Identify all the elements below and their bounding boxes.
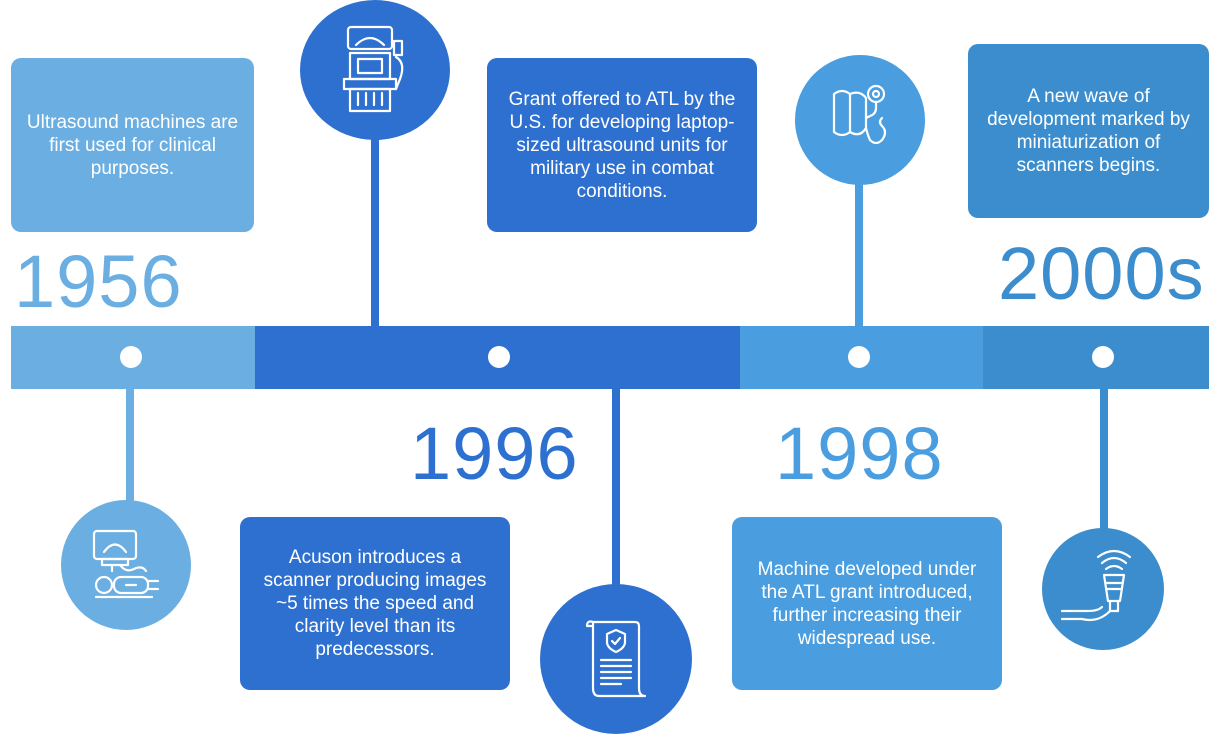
event-box-1998: Machine developed under the ATL grant in… (732, 517, 1002, 690)
stem-1998 (855, 180, 863, 326)
event-box-2000s: A new wave of development marked by mini… (968, 44, 1209, 218)
event-box-grant: Grant offered to ATL by the U.S. for dev… (487, 58, 757, 232)
year-label-1956: 1956 (14, 240, 183, 323)
icon-circle-1956 (61, 500, 191, 630)
event-box-1996: Acuson introduces a scanner producing im… (240, 517, 510, 690)
certificate-scroll-icon (585, 620, 647, 698)
year-label-1998: 1998 (775, 412, 944, 495)
icon-circle-certificate (540, 584, 692, 734)
year-label-2000s: 2000s (998, 232, 1205, 315)
timeline-dot-1996 (488, 346, 510, 368)
stem-2000s (1100, 389, 1108, 539)
stem-1956 (126, 389, 134, 539)
ultrasound-patient-icon (92, 529, 160, 599)
stem-cart (371, 130, 379, 326)
event-text-1998: Machine developed under the ATL grant in… (757, 558, 977, 649)
event-text-grant: Grant offered to ATL by the U.S. for dev… (508, 88, 736, 202)
event-text-1956: Ultrasound machines are first used for c… (26, 111, 239, 179)
event-box-1956: Ultrasound machines are first used for c… (11, 58, 254, 232)
timeline-dot-2000s (1092, 346, 1114, 368)
timeline-dot-1956 (120, 346, 142, 368)
icon-circle-1996 (300, 0, 450, 140)
ultrasound-cart-icon (342, 25, 404, 112)
event-text-2000s: A new wave of development marked by mini… (987, 86, 1190, 176)
icon-circle-2000s (1042, 528, 1164, 650)
handheld-probe-icon (1060, 549, 1132, 622)
stem-certificate (612, 389, 620, 589)
event-text-1996: Acuson introduces a scanner producing im… (263, 547, 487, 660)
timeline-dot-1998 (848, 346, 870, 368)
year-label-1996: 1996 (410, 412, 579, 495)
icon-circle-1998 (795, 55, 925, 185)
probe-cuff-icon (832, 84, 887, 145)
